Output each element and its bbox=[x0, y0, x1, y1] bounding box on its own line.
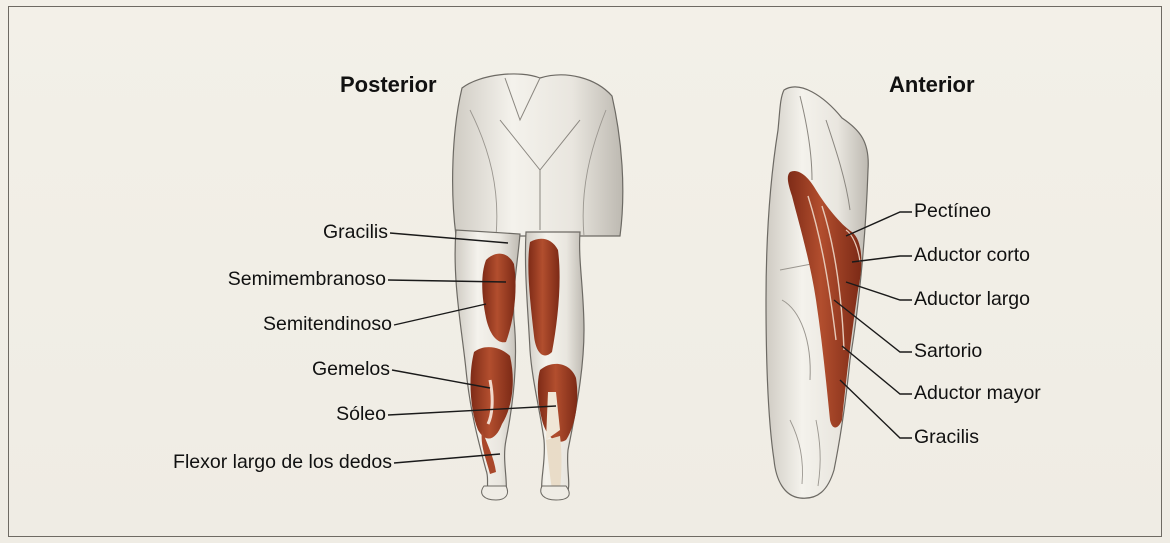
posterior-legs-illustration bbox=[453, 74, 623, 500]
label-aductor-mayor: Aductor mayor bbox=[914, 384, 1041, 404]
leader-line-gracilis-anterior bbox=[840, 380, 912, 438]
posterior-view-title: Posterior bbox=[340, 74, 437, 96]
label-sartorio: Sartorio bbox=[914, 342, 982, 362]
label-gemelos: Gemelos bbox=[312, 360, 390, 380]
anterior-leg-illustration bbox=[766, 87, 868, 498]
label-aductor-corto: Aductor corto bbox=[914, 246, 1030, 266]
label-soleo: Sóleo bbox=[336, 405, 386, 425]
label-flexor-largo-de-los-dedos: Flexor largo de los dedos bbox=[173, 453, 392, 473]
label-semitendinoso: Semitendinoso bbox=[263, 315, 392, 335]
posterior-hip-sketch bbox=[453, 74, 623, 236]
label-aductor-largo: Aductor largo bbox=[914, 290, 1030, 310]
leader-line-aductor-mayor bbox=[842, 346, 912, 394]
label-gracilis-posterior: Gracilis bbox=[323, 223, 388, 243]
anterior-view-title: Anterior bbox=[889, 74, 975, 96]
label-pectineo: Pectíneo bbox=[914, 202, 991, 222]
label-gracilis-anterior: Gracilis bbox=[914, 428, 979, 448]
label-semimembranoso: Semimembranoso bbox=[228, 270, 386, 290]
